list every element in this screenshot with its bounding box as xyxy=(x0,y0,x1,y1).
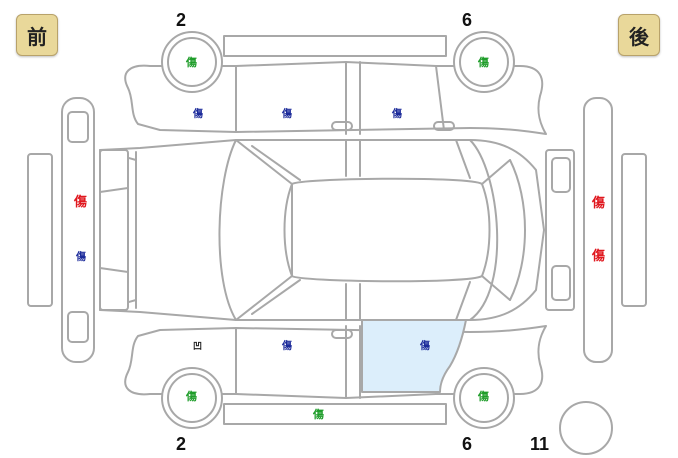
bottom-rear-door-highlight[interactable] xyxy=(361,319,467,393)
damage-mark-rear-bumper-lower: 傷 xyxy=(592,249,606,264)
wheel-number-bottom-left: 2 xyxy=(176,434,187,454)
front-view-button[interactable]: 前 xyxy=(16,14,58,56)
bottom-rocker-panel[interactable] xyxy=(223,403,447,425)
bottom-side-body[interactable] xyxy=(124,325,547,399)
spare-tire[interactable] xyxy=(559,401,613,455)
rear-view-button[interactable]: 後 xyxy=(618,14,660,56)
roof-panel[interactable] xyxy=(283,177,491,283)
top-view-body[interactable] xyxy=(99,139,545,321)
damage-mark-wheel-bottom-right: 傷 xyxy=(478,390,489,403)
damage-mark-wheel-top-left: 傷 xyxy=(186,56,197,69)
top-side-body[interactable] xyxy=(124,61,547,135)
damage-mark-top-front-door: 傷 xyxy=(282,109,292,120)
wheel-number-top-left: 2 xyxy=(176,10,187,30)
damage-mark-rear-bumper-upper: 傷 xyxy=(592,196,606,211)
damage-mark-top-rear-door: 傷 xyxy=(392,109,402,120)
wheel-top-left[interactable] xyxy=(161,31,223,93)
damage-mark-wheel-top-right: 傷 xyxy=(478,56,489,69)
damage-mark-front-bumper-lower: 傷 xyxy=(76,252,86,263)
rear-bumper[interactable] xyxy=(583,97,613,363)
front-bumper[interactable] xyxy=(61,97,95,363)
rear-bumper-outer[interactable] xyxy=(621,153,647,307)
damage-mark-top-fender: 傷 xyxy=(193,109,203,120)
wheel-number-bottom-right: 6 xyxy=(462,434,473,454)
damage-mark-wheel-bottom-left: 傷 xyxy=(186,390,197,403)
spare-tire-number: 11 xyxy=(530,434,550,454)
damage-mark-bottom-front-door: 傷 xyxy=(282,341,292,352)
front-grille[interactable] xyxy=(99,149,129,311)
wheel-bottom-right[interactable] xyxy=(453,367,515,429)
damage-mark-front-bumper-upper: 傷 xyxy=(74,195,88,210)
wheel-bottom-left[interactable] xyxy=(161,367,223,429)
wheel-number-top-right: 6 xyxy=(462,10,473,30)
front-bumper-outer[interactable] xyxy=(27,153,53,307)
damage-mark-bottom-step: 傷 xyxy=(313,408,324,421)
wheel-top-right[interactable] xyxy=(453,31,515,93)
dent-mark-bottom-fender: 凹 xyxy=(193,342,203,352)
top-rocker-panel[interactable] xyxy=(223,35,447,57)
damage-mark-bottom-rear-door: 傷 xyxy=(420,341,430,352)
